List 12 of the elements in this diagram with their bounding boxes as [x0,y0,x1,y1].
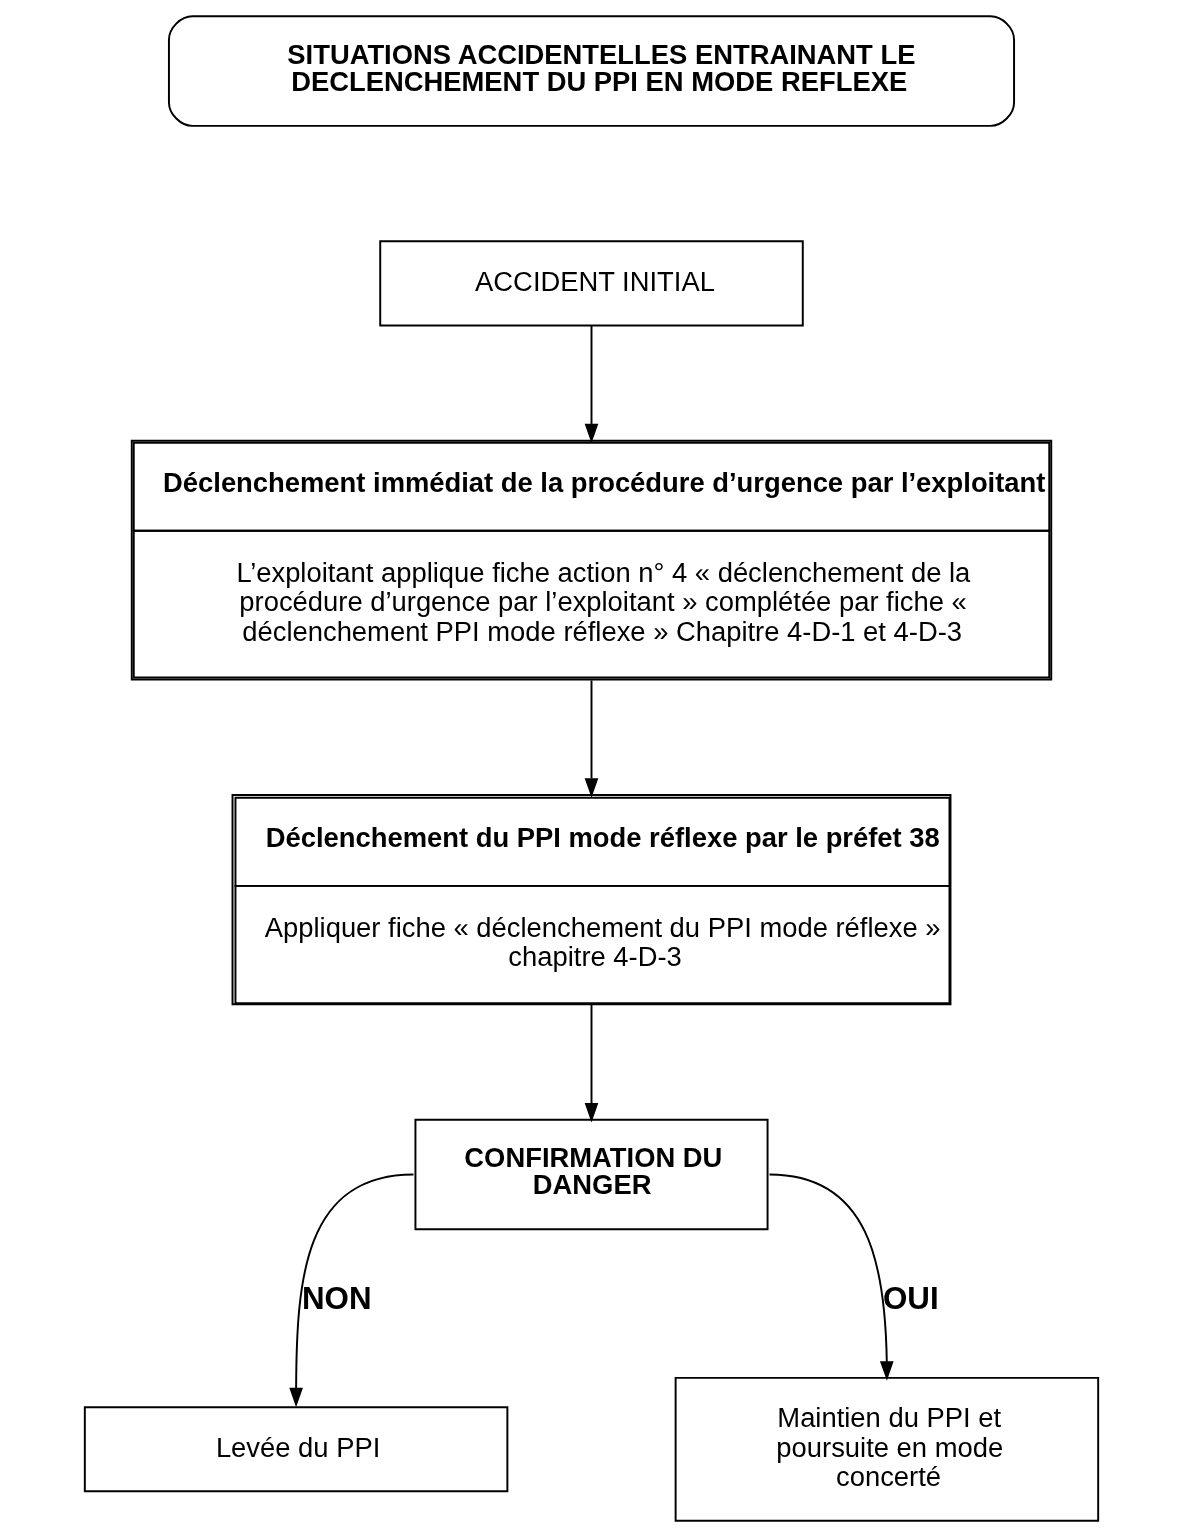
node-box: Levée du PPI [83,1406,508,1493]
node-box: CONFIRMATION DU DANGER [413,1118,769,1231]
arrow [584,1003,598,1123]
arrow [288,1173,414,1408]
arrow [768,1173,894,1381]
arrow [584,679,598,798]
edge-label: OUI [882,1281,939,1317]
node-box: ACCIDENT INITIAL [378,240,804,327]
edge-label: NON [301,1281,372,1317]
arrow [584,324,598,444]
node-box: SITUATIONS ACCIDENTELLES ENTRAINANT LE DECLENCHEMENT DU PPI EN MODE REFLEXE [167,15,1015,127]
node-box: Maintien du PPI et poursuite en mode concerté [674,1376,1099,1522]
